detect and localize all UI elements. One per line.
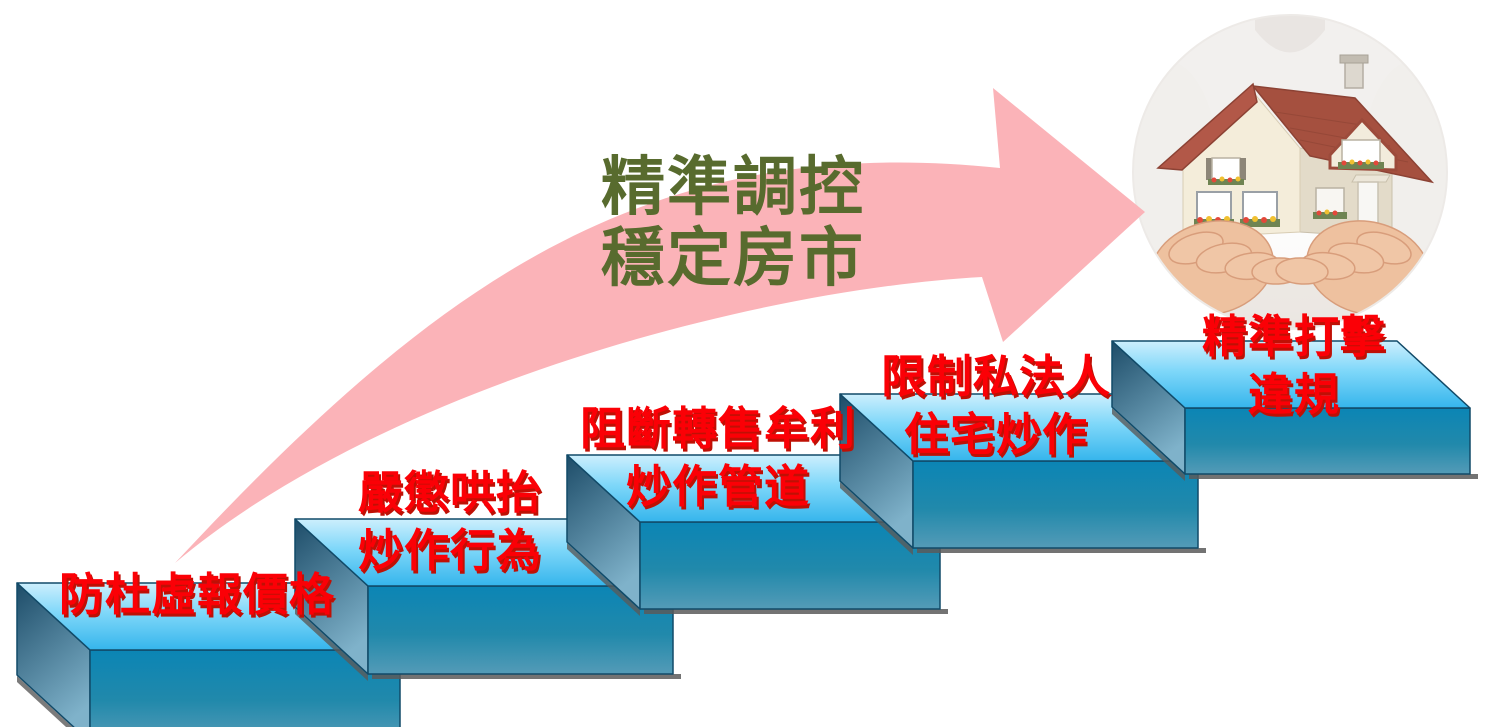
step-3-label: 阻斷轉售牟利 炒作管道 [580, 400, 856, 516]
dormer-flower-box [1338, 162, 1384, 169]
step-5-label: 精準打擊 違規 [1202, 308, 1386, 424]
step-4-label-line-1: 限制私法人 [880, 351, 1112, 402]
front-window-2 [1242, 191, 1278, 221]
side-window [1315, 187, 1345, 215]
step-1-label-line-1: 防杜虛報價格 [58, 569, 336, 620]
shirt-fold [1255, 15, 1325, 53]
right-finger-4 [1275, 257, 1329, 285]
dormer-window [1341, 139, 1381, 165]
house-chimney [1344, 59, 1364, 89]
step-4-front-face [912, 460, 1199, 549]
front-flower-box-2 [1240, 219, 1280, 227]
step-1-label: 防杜虛報價格 [59, 566, 335, 624]
step-5-front-shadow [1189, 474, 1478, 479]
step-4-front-shadow [917, 548, 1206, 553]
curved-up-arrow [175, 88, 1145, 563]
step-5-shape [1111, 340, 1478, 481]
slide-title-line-1: 精準調控 [601, 151, 865, 223]
porch-roof [1351, 174, 1391, 183]
step-2-label-line-2: 炒作行為 [357, 525, 543, 576]
step-3-label-line-2: 炒作管道 [625, 461, 811, 512]
step-3-label-line-1: 阻斷轉售牟利 [579, 403, 857, 454]
slide-title-line-2: 穩定房市 [601, 222, 865, 294]
upper-window-shutter-left [1206, 158, 1212, 180]
step-2-label-line-1: 嚴懲哄抬 [357, 467, 543, 518]
photo-edge-ring [1132, 14, 1448, 330]
hands-holding-house-photo [1132, 14, 1448, 330]
front-window-1 [1196, 191, 1232, 221]
step-4-label: 限制私法人 住宅炒作 [881, 348, 1111, 464]
step-3-front-shadow [644, 609, 948, 614]
step-5-label-line-1: 精準打擊 [1201, 311, 1387, 362]
house-roof-left-edge [1156, 82, 1258, 171]
upper-flower-box [1208, 179, 1244, 185]
step-4-label-line-2: 住宅炒作 [903, 409, 1089, 460]
house-door [1357, 181, 1379, 227]
step-5-label-line-2: 違規 [1247, 369, 1341, 420]
house-chimney-cap [1339, 54, 1369, 64]
upper-window-shutter-right [1240, 158, 1246, 180]
slide-title: 精準調控 穩定房市 [601, 152, 865, 294]
step-4-shadow [840, 482, 913, 555]
step-2-shadow [295, 608, 368, 681]
step-3-shadow [567, 543, 640, 616]
upper-window [1211, 157, 1241, 181]
step-2-label: 嚴懲哄抬 炒作行為 [358, 464, 542, 580]
step-5-shadow [1112, 408, 1185, 481]
model-house [1156, 54, 1435, 239]
side-flower-box [1313, 212, 1347, 219]
step-5-top-face [1111, 340, 1471, 409]
step-4-shape [839, 393, 1206, 555]
step-2-front-shadow [372, 674, 681, 679]
